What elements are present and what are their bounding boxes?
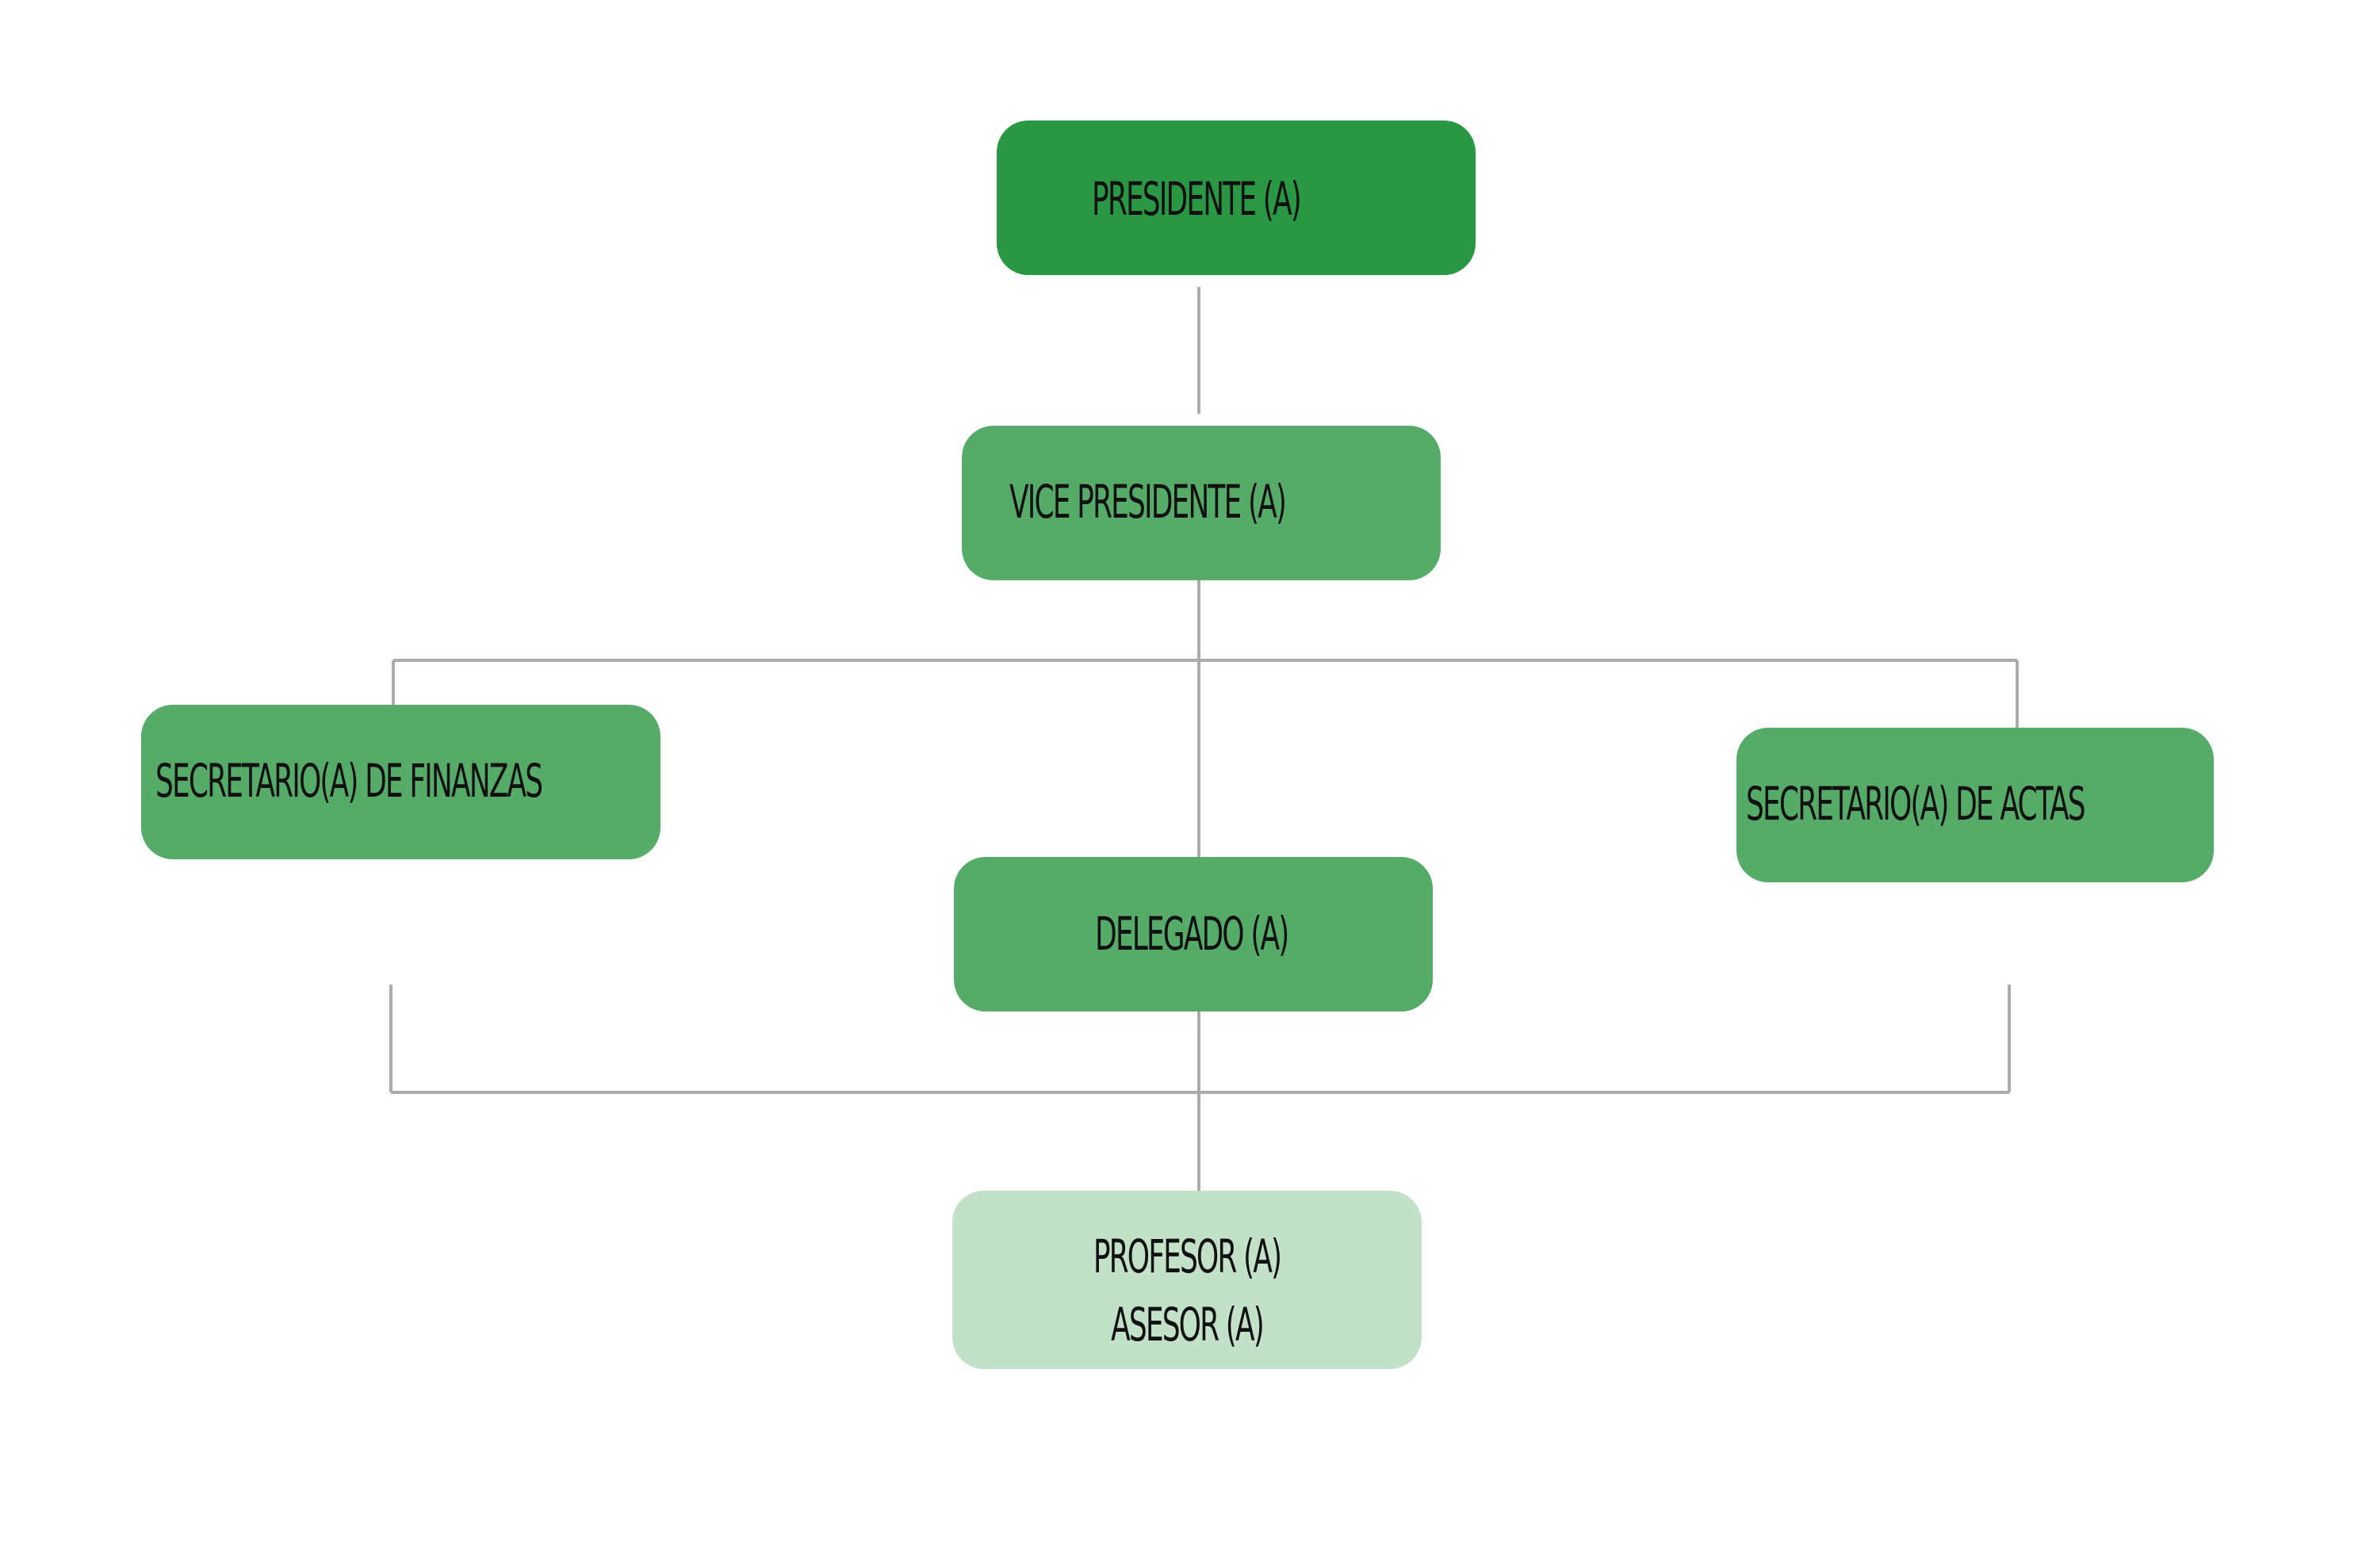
delegate-box: DELEGADO (A) [954, 857, 1433, 1012]
advisor-label-line1: PROFESOR (A) [1093, 1230, 1282, 1283]
finance-secretary-label: SECRETARIO(A) DE FINANZAS [155, 754, 543, 808]
finance-secretary-box: SECRETARIO(A) DE FINANZAS [141, 705, 660, 859]
vice-president-label: VICE PRESIDENTE (A) [1009, 475, 1287, 529]
minutes-secretary-box: SECRETARIO(A) DE ACTAS [1736, 728, 2214, 882]
minutes-secretary-label: SECRETARIO(A) DE ACTAS [1746, 777, 2086, 831]
advisor-label-line2: ASESOR (A) [1111, 1298, 1265, 1352]
president-box: PRESIDENTE (A) [997, 120, 1476, 275]
delegate-label: DELEGADO (A) [1095, 907, 1289, 961]
president-label: PRESIDENTE (A) [1092, 172, 1302, 226]
advisor-box: PROFESOR (A) ASESOR (A) [952, 1191, 1422, 1369]
vice-president-box: VICE PRESIDENTE (A) [962, 426, 1441, 580]
